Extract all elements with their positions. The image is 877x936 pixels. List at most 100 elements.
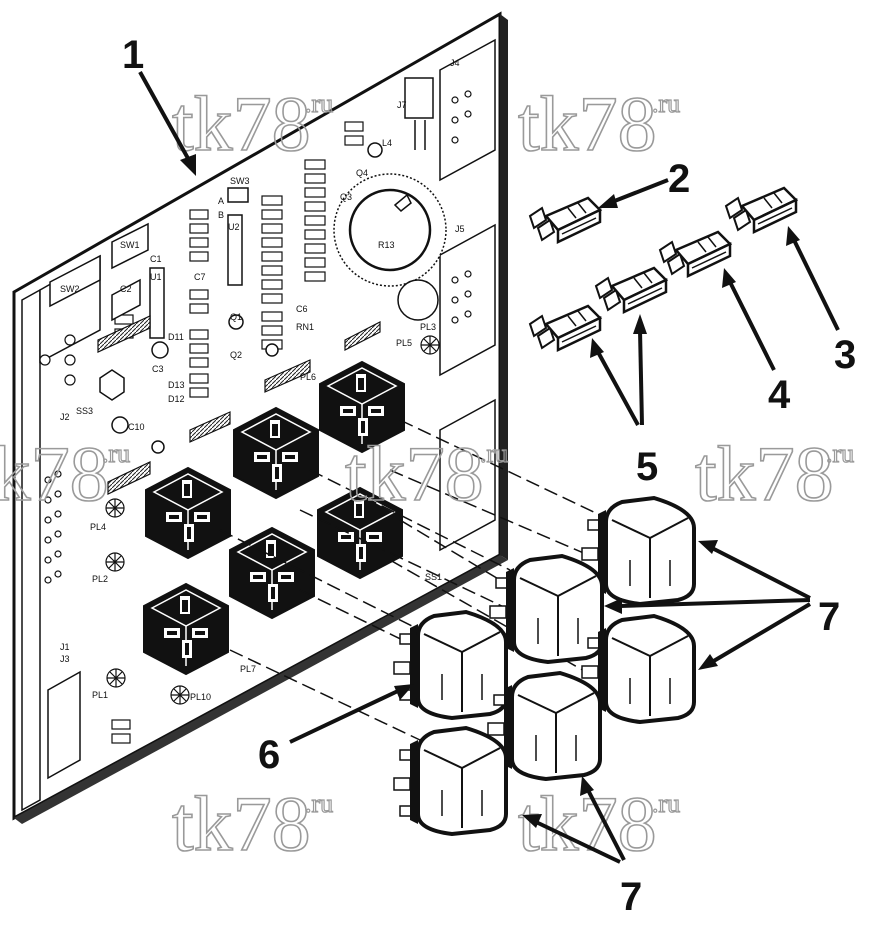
label-q4: Q4 <box>356 168 368 178</box>
label-u1: U1 <box>150 272 162 282</box>
board-silkscreen: SW1 SW2 SW3 J1 J2 J3 J4 J5 J7 R13 C2 C3 … <box>60 58 465 702</box>
label-c1: C1 <box>150 254 162 264</box>
callout-5: 5 <box>636 445 658 489</box>
relays <box>393 495 696 837</box>
callout-7-lower: 7 <box>620 875 642 919</box>
watermark-6-suffix: .ru <box>305 789 333 818</box>
callout-7-upper: 7 <box>818 595 840 639</box>
connector-j7 <box>404 77 434 119</box>
watermark-1: tk78 <box>172 80 311 167</box>
ic-u2 <box>227 214 243 286</box>
label-q1: Q1 <box>230 312 242 322</box>
label-q3: Q3 <box>340 192 352 202</box>
label-ss1: SS1 <box>425 572 442 582</box>
label-rn1: RN1 <box>296 322 314 332</box>
potentiometer-r13 <box>333 173 447 287</box>
watermark-4: tk78 <box>345 430 484 517</box>
connector-j5-housing <box>439 223 496 377</box>
callout-6: 6 <box>258 733 280 777</box>
watermark-3: tk78 <box>0 430 109 517</box>
label-pl2: PL2 <box>92 574 108 584</box>
relay-socket <box>319 360 405 454</box>
hex-standoff-icon <box>99 369 125 401</box>
switch-sw1 <box>111 222 149 270</box>
relay-7-bottom-left <box>393 725 508 837</box>
circuit-board: SW1 SW2 SW3 J1 J2 J3 J4 J5 J7 R13 C2 C3 … <box>12 11 508 824</box>
label-d12: D12 <box>168 394 185 404</box>
watermark-6: tk78 <box>172 780 311 867</box>
blade-fuses <box>528 186 799 352</box>
relay-socket <box>317 486 403 580</box>
connector-j1-housing <box>47 670 81 780</box>
relay-6 <box>393 609 508 721</box>
label-j5: J5 <box>455 224 465 234</box>
label-ss3: SS3 <box>76 406 93 416</box>
label-pl4: PL4 <box>90 522 106 532</box>
label-a: A <box>218 196 224 206</box>
label-c10: C10 <box>128 422 145 432</box>
label-sw2: SW2 <box>60 284 80 294</box>
label-pl10: PL10 <box>190 692 211 702</box>
ic-u1 <box>149 267 165 339</box>
connector-pins-right <box>451 90 472 324</box>
watermark-2-suffix: .ru <box>652 89 680 118</box>
resistor-array <box>111 121 364 744</box>
label-j3: J3 <box>60 654 70 664</box>
connector-j3-housing <box>439 398 496 552</box>
label-j7: J7 <box>397 100 407 110</box>
relay-socket <box>233 406 319 500</box>
label-l4: L4 <box>382 138 392 148</box>
label-u2: U2 <box>228 222 240 232</box>
callout-2: 2 <box>668 157 690 201</box>
watermark-5-suffix: .ru <box>826 439 854 468</box>
blade-fuse-2 <box>528 196 603 244</box>
label-pl5: PL5 <box>396 338 412 348</box>
switch-sw2 <box>49 254 101 308</box>
label-pl1: PL1 <box>92 690 108 700</box>
label-pl7: PL7 <box>240 664 256 674</box>
watermark-3-suffix: .ru <box>102 439 130 468</box>
relay-sockets <box>143 360 405 676</box>
watermark-2: tk78 <box>518 80 657 167</box>
relay-socket-strips <box>97 315 381 495</box>
watermark-5: tk78 <box>695 430 834 517</box>
label-c3: C3 <box>152 364 164 374</box>
label-sw3: SW3 <box>230 176 250 186</box>
capacitor-large <box>397 279 439 321</box>
watermarks: tk78 .ru tk78 .ru tk78 .ru tk78 .ru tk78… <box>0 79 855 868</box>
label-pl6: PL6 <box>300 372 316 382</box>
relay-socket <box>145 466 231 560</box>
relay-socket <box>229 526 315 620</box>
relay-7-bottom-center <box>487 670 602 782</box>
label-d11: D11 <box>168 332 184 342</box>
relay-7-center <box>489 553 604 665</box>
callout-3: 3 <box>834 333 856 377</box>
label-q2: Q2 <box>230 350 242 360</box>
callout-4: 4 <box>768 373 791 417</box>
label-c2: C2 <box>120 284 132 294</box>
blade-fuse-5-lower <box>528 304 603 352</box>
blade-fuse-4 <box>658 230 733 278</box>
capacitors-small <box>111 142 383 454</box>
blade-fuse-5-upper <box>594 266 669 314</box>
label-b: B <box>218 210 224 220</box>
label-sw1: SW1 <box>120 240 140 250</box>
watermark-1-suffix: .ru <box>305 89 333 118</box>
blade-fuse-3 <box>724 186 799 234</box>
switch-sw3 <box>227 187 249 203</box>
label-c7: C7 <box>194 272 206 282</box>
callout-labels: 1 2 3 4 5 6 7 7 <box>122 33 856 919</box>
label-r13: R13 <box>378 240 395 250</box>
label-j4: J4 <box>450 58 460 68</box>
connector-pins-left <box>39 334 76 584</box>
pilot-lamps <box>105 335 440 705</box>
label-j2: J2 <box>60 412 70 422</box>
relay-socket <box>143 582 229 676</box>
watermark-4-suffix: .ru <box>480 439 508 468</box>
label-d13: D13 <box>168 380 185 390</box>
label-c6: C6 <box>296 304 308 314</box>
watermark-7-suffix: .ru <box>652 789 680 818</box>
label-j1: J1 <box>60 642 70 652</box>
connector-j4-housing <box>439 38 496 182</box>
